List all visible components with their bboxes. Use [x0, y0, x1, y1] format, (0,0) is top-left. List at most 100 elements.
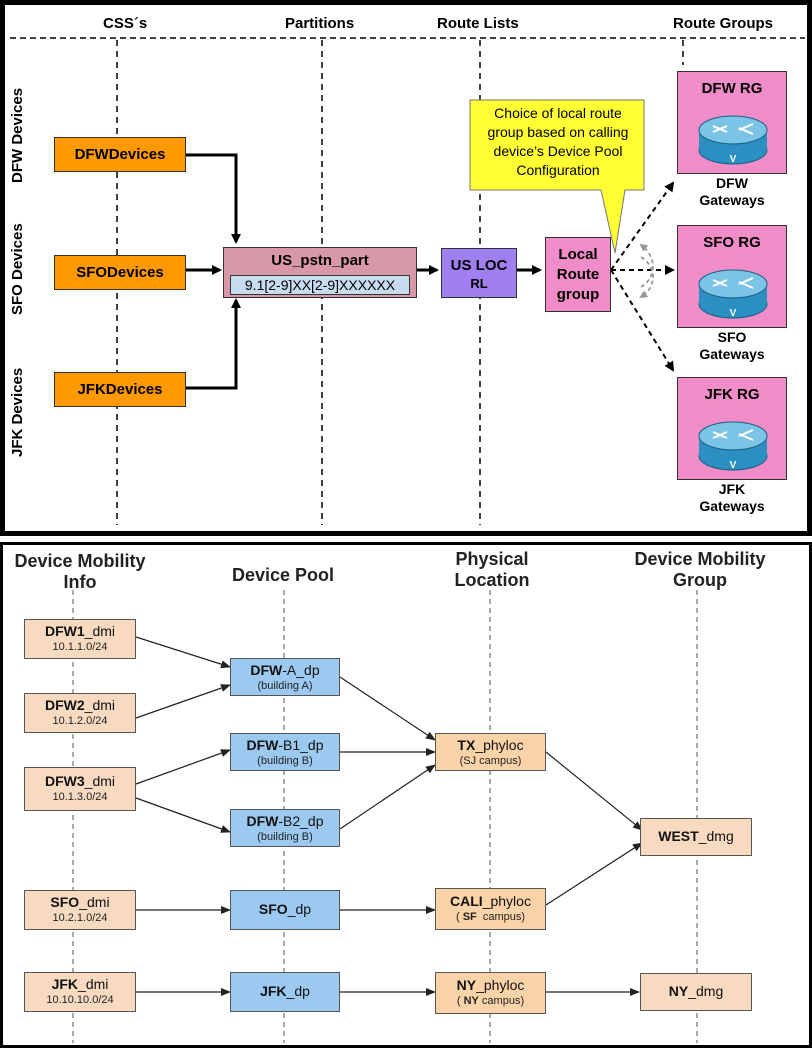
phyloc-tx-suffix: _phyloc [475, 737, 524, 753]
gateway-sfo-line2: Gateways [699, 346, 765, 362]
dmg-west-suffix: _dmg [698, 828, 734, 844]
gateway-dfw-line1: DFW [716, 175, 748, 191]
column-header-dmg: Device Mobility Group [615, 549, 785, 591]
device-pool-dfw-a: DFW-A_dp (building A) [230, 658, 340, 696]
dmi-dfw3-suffix: _dmi [84, 773, 116, 789]
phyloc-cali-prefix: CALI [450, 893, 483, 909]
dmi-jfk-subnet: 10.10.10.0/24 [46, 994, 114, 1006]
phyloc-cali-suffix: _phyloc [482, 893, 531, 909]
dmi-box-dfw2: DFW2_dmi 10.1.2.0/24 [24, 693, 136, 733]
router-glyph: V [730, 460, 737, 471]
column-header-physical-location-line1: Physical [455, 549, 529, 569]
dmi-sfo-subnet: 10.2.1.0/24 [52, 912, 108, 924]
gateway-label-jfk: JFK Gateways [677, 481, 787, 515]
phyloc-tx-sub: (SJ campus) [459, 755, 522, 767]
dmi-dfw2-suffix: _dmi [84, 697, 116, 713]
partition-box: US_pstn_part 9.1[2-9]XX[2-9]XXXXXX [223, 247, 417, 298]
dp-sfo-suffix: _dp [287, 901, 312, 917]
column-header-partitions: Partitions [285, 15, 355, 32]
dmi-box-dfw1: DFW1_dmi 10.1.1.0/24 [24, 619, 136, 659]
device-pool-dfw-b1: DFW-B1_dp (building B) [230, 733, 340, 771]
dp-dfw-a-sub: (building A) [257, 680, 313, 692]
phyloc-ny-sub-pre: ( [456, 995, 464, 1007]
row-label-sfo: SFO Devices [9, 223, 26, 315]
dmg-ny: NY_dmg [640, 973, 752, 1011]
route-group-sfo-title: SFO RG [703, 234, 761, 251]
column-header-physical-location: Physical Location [417, 549, 567, 591]
css-box-dfw: DFWDevices [54, 137, 186, 172]
phyloc-ny: NY_phyloc ( NY campus) [435, 972, 546, 1014]
column-header-dmg-line1: Device Mobility [634, 549, 766, 569]
row-label-dfw: DFW Devices [9, 87, 26, 183]
phyloc-tx-prefix: TX [457, 737, 476, 753]
phyloc-ny-sub-bold: NY [463, 995, 479, 1007]
dmi-box-dfw3: DFW3_dmi 10.1.3.0/24 [24, 767, 136, 811]
dmi-dfw3-prefix: DFW3 [44, 773, 85, 789]
router-glyph: V [730, 154, 737, 165]
dmg-west-prefix: WEST [658, 828, 699, 844]
router-icon: V [698, 421, 768, 471]
route-group-jfk-title: JFK RG [704, 386, 760, 403]
css-box-jfk: JFKDevices [54, 372, 186, 407]
column-header-dmi-line2: Info [63, 572, 97, 592]
dp-dfw-b2-prefix: DFW [246, 813, 279, 829]
dmi-box-jfk: JFK_dmi 10.10.10.0/24 [24, 972, 136, 1012]
column-header-physical-location-line2: Location [454, 570, 530, 590]
dp-jfk-prefix: JFK [260, 983, 287, 999]
phyloc-ny-suffix: _phyloc [476, 977, 525, 993]
local-route-group-box: Local Route group [545, 237, 611, 312]
local-rg-line3: group [556, 286, 600, 303]
phyloc-cali: CALI_phyloc ( SF campus) [435, 888, 546, 930]
router-icon: V [698, 269, 768, 319]
dmi-dfw1-suffix: _dmi [84, 623, 116, 639]
column-header-css: CSS´s [103, 15, 148, 32]
local-rg-line1: Local [558, 246, 598, 263]
dmi-dfw2-prefix: DFW2 [44, 697, 85, 713]
dp-jfk-suffix: _dp [286, 983, 310, 999]
row-label-jfk: JFK Devices [9, 367, 26, 457]
dmi-sfo-suffix: _dmi [79, 894, 110, 910]
device-pool-sfo: SFO_dp [230, 890, 340, 930]
gateway-label-dfw: DFW Gateways [677, 175, 787, 209]
partition-title: US_pstn_part [271, 252, 369, 269]
local-rg-line2: Route [556, 266, 600, 283]
dmi-dfw3-subnet: 10.1.3.0/24 [52, 791, 108, 803]
dmi-dfw1-prefix: DFW1 [44, 623, 85, 639]
device-pool-dfw-b2: DFW-B2_dp (building B) [230, 809, 340, 847]
column-header-dmi-line1: Device Mobility [14, 551, 146, 571]
column-header-device-pool-line1: Device Pool [231, 565, 335, 585]
phyloc-ny-prefix: NY [456, 977, 477, 993]
route-group-diagram: CSS´s Partitions Route Lists Route Group… [0, 0, 812, 536]
dp-dfw-a-suffix: -A_dp [282, 662, 320, 678]
dp-dfw-a-prefix: DFW [250, 662, 283, 678]
dmg-ny-prefix: NY [668, 983, 689, 999]
phyloc-cali-sub-pre: ( [455, 911, 463, 923]
dmi-sfo-prefix: SFO [50, 894, 80, 910]
dp-dfw-b1-suffix: -B1_dp [278, 737, 324, 753]
column-header-route-groups: Route Groups [673, 15, 773, 32]
dmg-ny-suffix: _dmg [688, 983, 724, 999]
dmi-box-sfo: SFO_dmi 10.2.1.0/24 [24, 890, 136, 930]
partition-pattern: 9.1[2-9]XX[2-9]XXXXXX [230, 275, 410, 295]
gateway-jfk-line1: JFK [718, 481, 746, 497]
device-mobility-diagram: Device Mobility Info Device Pool Physica… [0, 542, 812, 1048]
route-list-line1: US LOC [450, 257, 508, 274]
gateway-jfk-line2: Gateways [699, 498, 765, 514]
router-icon: V [698, 115, 768, 165]
gateway-label-sfo: SFO Gateways [677, 329, 787, 363]
phyloc-ny-sub-post: campus) [478, 995, 525, 1007]
dmi-jfk-prefix: JFK [51, 976, 79, 992]
dmi-dfw1-subnet: 10.1.1.0/24 [52, 641, 108, 653]
route-group-sfo: SFO RG V [677, 225, 787, 328]
phyloc-tx: TX_phyloc (SJ campus) [435, 733, 546, 771]
column-header-device-pool: Device Pool [213, 565, 353, 586]
dp-dfw-b2-sub: (building B) [257, 831, 313, 843]
dp-dfw-b1-sub: (building B) [257, 755, 313, 767]
router-glyph: V [730, 308, 737, 319]
dmi-jfk-suffix: _dmi [78, 976, 109, 992]
column-header-dmi: Device Mobility Info [5, 551, 155, 593]
dp-dfw-b1-prefix: DFW [246, 737, 279, 753]
route-group-dfw-title: DFW RG [701, 80, 763, 97]
callout-text: Choice of local route group based on cal… [487, 105, 629, 178]
route-group-jfk: JFK RG V [677, 377, 787, 480]
